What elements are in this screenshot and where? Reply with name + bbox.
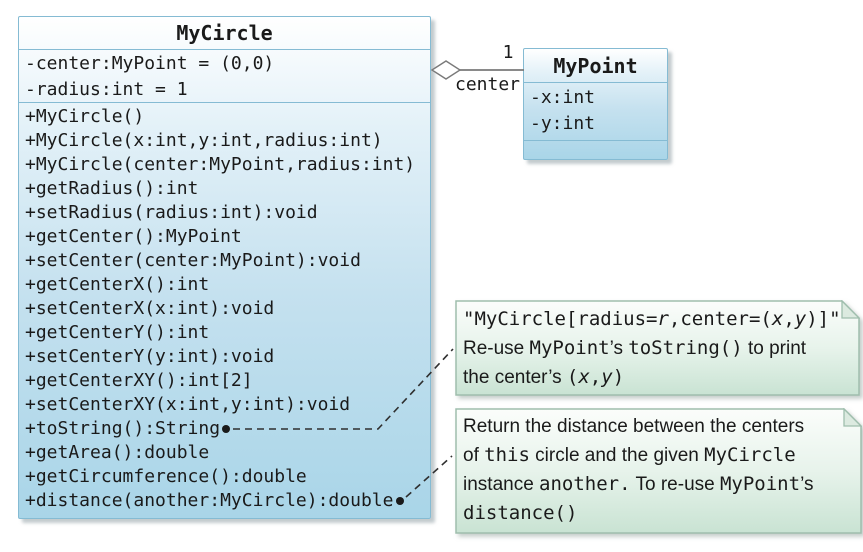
- member-line: +toString():String: [25, 418, 221, 439]
- note-text-segment: Re-use: [463, 338, 530, 359]
- note-text-segment: ,: [589, 366, 602, 388]
- class-name-mycircle: MyCircle: [19, 17, 430, 50]
- class-box-mycircle: MyCircle -center:MyPoint = (0,0) -radius:…: [18, 16, 431, 519]
- member-line: +distance(another:MyCircle):double: [25, 490, 394, 511]
- mypoint-methods-compartment: [524, 141, 667, 158]
- member-line: +getCenterX():int: [25, 274, 210, 295]
- note-text-segment: x: [771, 308, 784, 330]
- note-text-segment: "MyCircle[radius=: [463, 308, 658, 330]
- member-line: +MyCircle(x:int,y:int,radius:int): [25, 130, 383, 151]
- note-text-segment: r: [657, 308, 669, 330]
- note-text-segment: MyPoint: [529, 337, 610, 359]
- member-line: +setCenter(center:MyPoint):void: [25, 250, 361, 271]
- note-text-segment: the center’s: [463, 367, 567, 388]
- class-name-mypoint: MyPoint: [524, 49, 667, 83]
- member-line: +setRadius(radius:int):void: [25, 202, 318, 223]
- association-role-label: center: [455, 74, 521, 95]
- note-shape: [455, 300, 860, 396]
- note-tostring-text: "MyCircle[radius=r,center=(x,y)]"Re-use …: [455, 300, 860, 392]
- note-text-segment: (: [566, 366, 579, 388]
- note-text-segment: another.: [539, 473, 631, 495]
- note-text-segment: ’s: [609, 338, 629, 359]
- member-line: +setCenterXY(x:int,y:int):void: [25, 394, 351, 415]
- member-line: +getCenterXY():int[2]: [25, 370, 253, 391]
- note-text-segment: ,: [783, 308, 795, 330]
- note-distance: Return the distance between the centers o…: [455, 408, 862, 534]
- member-line: +setCenterX(x:int):void: [25, 298, 275, 319]
- member-line: +getCenterY():int: [25, 322, 210, 343]
- note-fold-corner-icon: [841, 300, 860, 319]
- member-line: +getCircumference():double: [25, 466, 307, 487]
- note-tostring: "MyCircle[radius=r,center=(x,y)]"Re-use …: [455, 300, 860, 396]
- association-multiplicity-label: 1: [502, 42, 514, 63]
- member-line: +setCenterY(y:int):void: [25, 346, 275, 367]
- note-text-segment: instance: [463, 474, 540, 495]
- note-text-segment: ): [612, 366, 625, 388]
- note-text-segment: to print: [742, 338, 807, 359]
- mypoint-attributes-compartment: -x:int -y:int: [524, 83, 667, 141]
- member-line: +MyCircle(center:MyPoint,radius:int): [25, 154, 416, 175]
- note-text-segment: MyCircle: [704, 444, 796, 466]
- mycircle-methods-compartment: +MyCircle() +MyCircle(x:int,y:int,radius:…: [19, 103, 430, 513]
- note-text-segment: )]": [806, 308, 841, 330]
- member-line: +getCenter():MyPoint: [25, 226, 242, 247]
- member-line: +MyCircle(): [25, 106, 145, 127]
- member-line: -radius:int = 1: [25, 79, 188, 100]
- member-line: -x:int: [530, 87, 596, 108]
- member-line: -center:MyPoint = (0,0): [25, 53, 275, 74]
- note-shape: [455, 408, 862, 534]
- class-box-mypoint: MyPoint -x:int -y:int: [523, 48, 668, 160]
- note-text-segment: y: [601, 366, 613, 388]
- note-text-segment: distance(): [463, 502, 578, 524]
- note-text-segment: toString(): [628, 337, 743, 359]
- note-text-segment: Return the distance between the centers: [463, 416, 805, 437]
- note-text-segment: To re-use: [630, 474, 720, 495]
- member-line: -y:int: [530, 113, 596, 134]
- member-line: +getArea():double: [25, 442, 210, 463]
- note-text-segment: circle and the given: [529, 445, 705, 466]
- note-distance-text: Return the distance between the centers o…: [455, 408, 862, 528]
- note-text-segment: MyPoint: [719, 473, 801, 495]
- note-text-segment: y: [794, 308, 807, 330]
- mycircle-attributes-compartment: -center:MyPoint = (0,0) -radius:int = 1: [19, 50, 430, 103]
- note-fold-corner-icon: [843, 408, 862, 427]
- note-text-segment: x: [578, 366, 590, 388]
- note-text-segment: ,center=(: [668, 308, 772, 330]
- note-text-segment: this: [484, 444, 530, 466]
- note-text-segment: of: [463, 445, 485, 466]
- member-line: +getRadius():int: [25, 178, 199, 199]
- note-text-segment: ’s: [800, 474, 814, 495]
